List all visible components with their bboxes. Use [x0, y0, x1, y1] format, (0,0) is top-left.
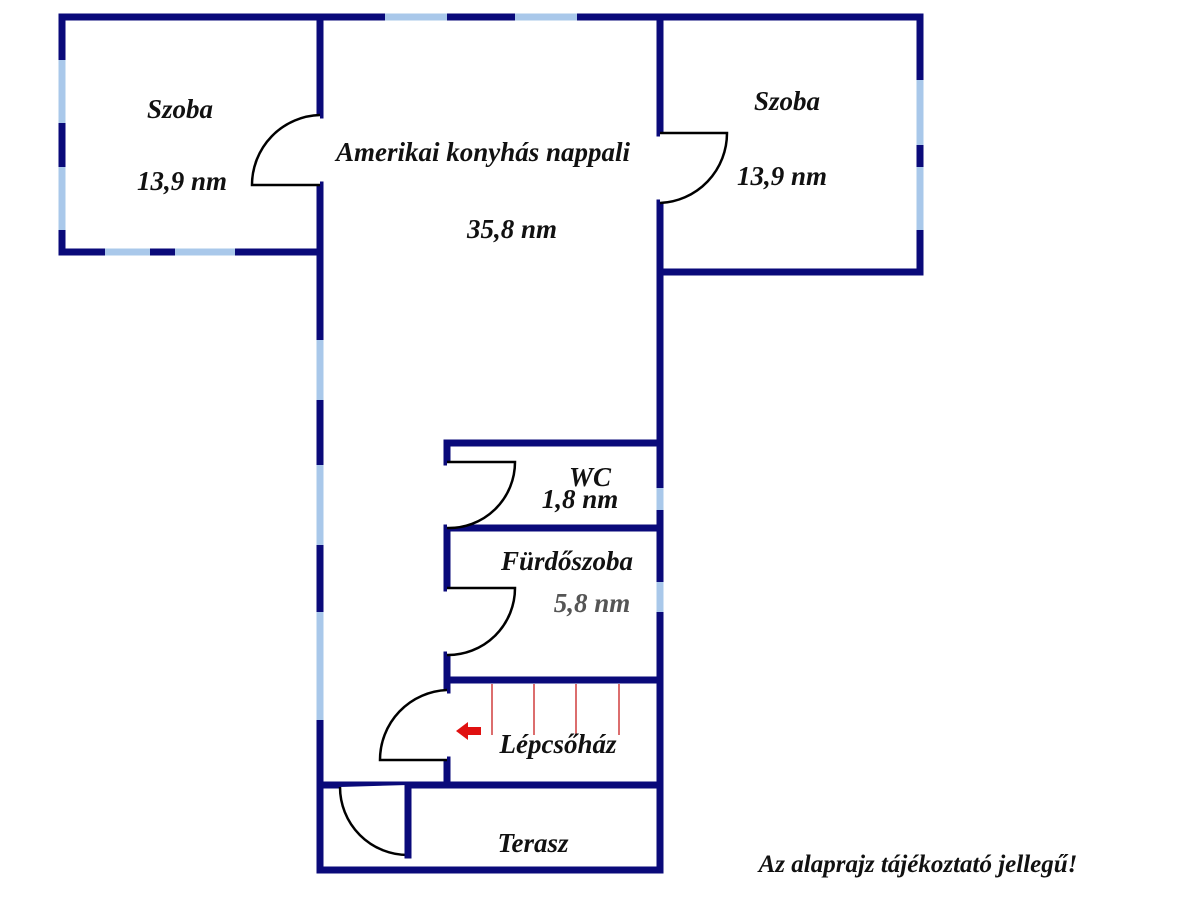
- door-stairwell: [378, 688, 448, 762]
- terrace-name: Terasz: [497, 828, 569, 858]
- wc-name: WC: [569, 462, 612, 492]
- right-room-area: 13,9 nm: [737, 161, 827, 191]
- wc-area: 1,8 nm: [542, 484, 619, 514]
- door-terrace: [338, 785, 410, 857]
- door-left-room: [250, 113, 321, 187]
- stairwell-name: Lépcsőház: [499, 729, 617, 759]
- doors: [250, 113, 729, 859]
- living-name: Amerikai konyhás nappali: [334, 137, 631, 167]
- door-right-room: [659, 131, 729, 205]
- bathroom-name: Fürdőszoba: [500, 546, 633, 576]
- living-area: 35,8 nm: [466, 214, 557, 244]
- windows: [58, 13, 924, 720]
- arrow-left-icon: [456, 722, 481, 740]
- door-bathroom: [446, 586, 517, 657]
- door-wc: [446, 460, 517, 530]
- disclaimer-note: Az alaprajz tájékoztató jellegű!: [757, 851, 1078, 878]
- right-room-name: Szoba: [754, 86, 820, 116]
- left-room-area: 13,9 nm: [137, 166, 227, 196]
- left-room-name: Szoba: [147, 94, 213, 124]
- stairs: [456, 684, 620, 740]
- bathroom-area: 5,8 nm: [554, 588, 631, 618]
